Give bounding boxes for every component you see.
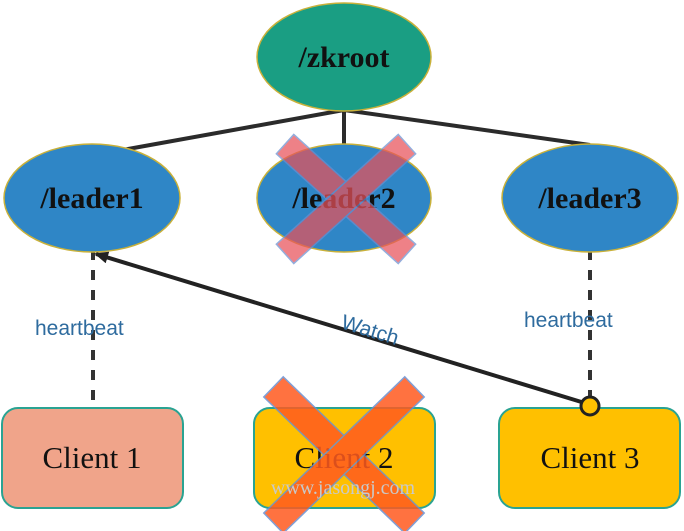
watermark: www.jasongj.com [271,477,416,499]
watch-arrow [94,251,589,406]
heartbeat-label-right: heartbeat [524,309,613,332]
leader-label-3: /leader3 [537,182,641,215]
connector-root-leader3 [343,108,591,147]
root-node: /zkroot [256,2,432,112]
connector-root-leader1 [94,108,345,157]
client-label-3: Client 3 [540,440,639,475]
leader-node-1: /leader1 [3,143,181,253]
heartbeat-label-left: heartbeat [35,317,124,340]
client-box-1: Client 1 [1,407,184,509]
client-label-1: Client 1 [42,440,141,475]
tree-connectors [94,108,591,157]
watch-origin-circle [579,395,601,417]
root-label: /zkroot [297,41,389,74]
leader-label-1: /leader1 [39,182,143,215]
leader2-cross-mark [275,133,417,265]
client-box-3: Client 3 [498,407,681,509]
client2-cross-mark [262,375,426,531]
watch-label: Watch [339,311,402,350]
leader-node-3: /leader3 [501,143,679,253]
